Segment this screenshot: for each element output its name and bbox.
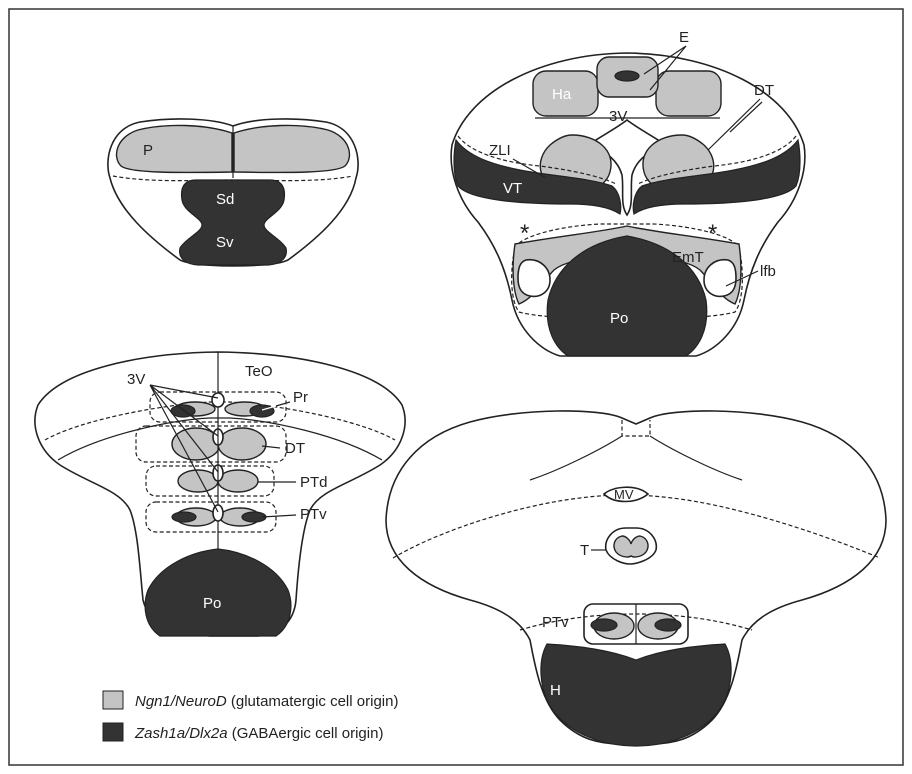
label-3v-b: 3V	[609, 108, 627, 125]
legend-label-glutamatergic: Ngn1/NeuroD (glutamatergic cell origin)	[135, 693, 398, 710]
legend-desc-gabaergic: (GABAergic cell origin)	[228, 725, 384, 742]
legend-swatch-glutamatergic	[103, 691, 123, 709]
label-dt-c: DT	[285, 440, 305, 457]
label-t: T	[580, 542, 589, 559]
label-mv: MV	[614, 487, 634, 502]
label-sd: Sd	[216, 191, 234, 208]
epiphysis-core	[615, 71, 639, 81]
ptv-dark-right-d	[655, 619, 681, 631]
habenula-right	[656, 71, 721, 116]
label-ptd: PTd	[300, 474, 328, 491]
ventricle-bulb-4	[213, 505, 223, 521]
label-pr: Pr	[293, 389, 308, 406]
label-ptv-d: PTv	[542, 614, 569, 631]
label-e: E	[679, 29, 689, 46]
legend-gene-glutamatergic: Ngn1/NeuroD	[135, 693, 227, 710]
label-star-right: *	[708, 220, 717, 247]
dt-gray-right	[218, 428, 266, 460]
label-star-left: *	[520, 220, 529, 247]
legend-label-gabaergic: Zash1a/Dlx2a (GABAergic cell origin)	[134, 725, 383, 742]
legend-gene-gabaergic: Zash1a/Dlx2a	[134, 725, 228, 742]
label-ha: Ha	[552, 86, 572, 103]
label-teo: TeO	[245, 363, 273, 380]
label-p: P	[143, 142, 153, 159]
ptd-gray-left	[178, 470, 218, 492]
label-vt: VT	[503, 180, 522, 197]
label-3v-c: 3V	[127, 371, 145, 388]
legend-desc-glutamatergic: (glutamatergic cell origin)	[227, 693, 399, 710]
pr-dark-right	[250, 405, 274, 417]
pr-dark-left	[171, 405, 195, 417]
ptv-dark-left-d	[591, 619, 617, 631]
label-lfb: lfb	[760, 263, 776, 280]
section-a-lobe-right	[234, 125, 349, 172]
label-h: H	[550, 682, 561, 699]
ventricle-bulb-1	[212, 393, 224, 407]
label-dt-b: DT	[754, 82, 774, 99]
label-po-c: Po	[203, 595, 221, 612]
ptv-dark-left	[172, 512, 196, 522]
label-zli: ZLI	[489, 142, 511, 159]
label-ptv-c: PTv	[300, 506, 327, 523]
label-po-b: Po	[610, 310, 628, 327]
legend-swatch-gabaergic	[103, 723, 123, 741]
section-a-lobe-left	[117, 125, 232, 172]
label-emt: EmT	[672, 249, 704, 266]
ptd-gray-right	[218, 470, 258, 492]
label-sv: Sv	[216, 234, 234, 251]
